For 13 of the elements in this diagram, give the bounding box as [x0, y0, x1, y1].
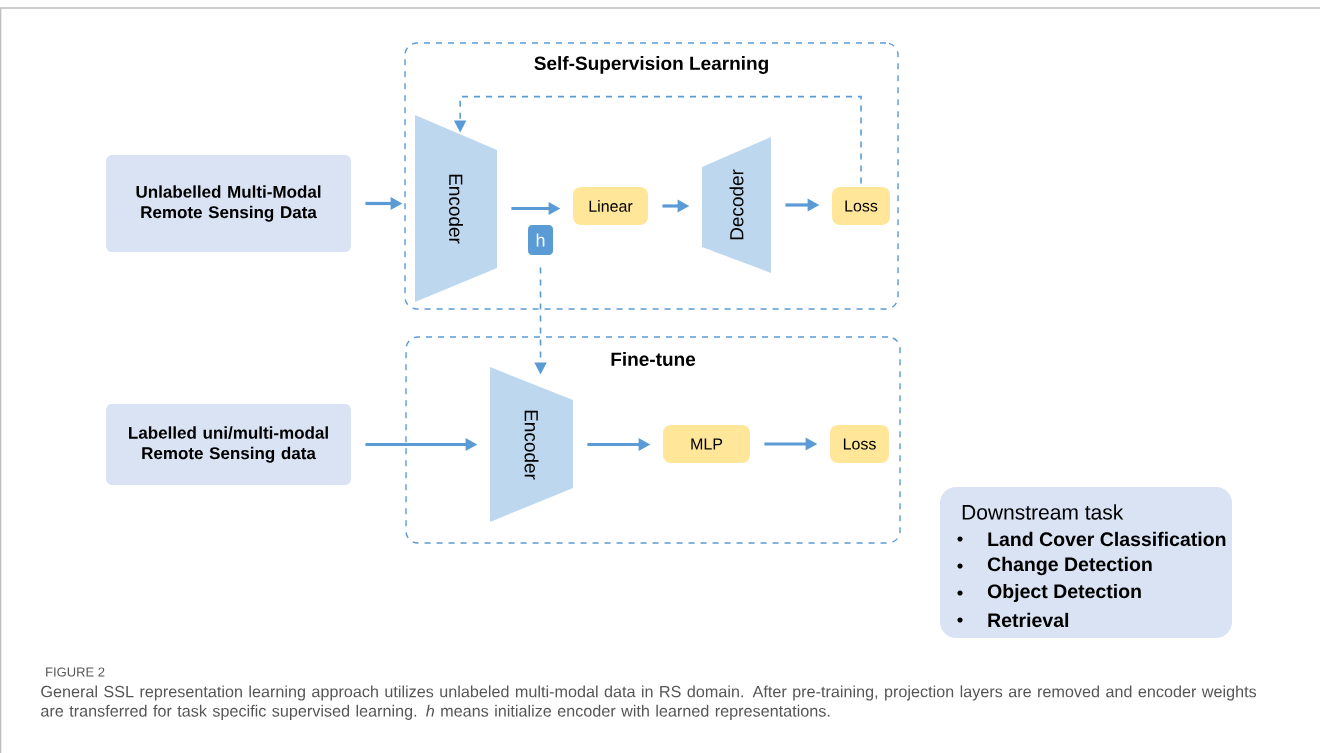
figure-label: FIGURE 2 — [46, 667, 105, 677]
task-list-box: Downstream task Land Cover Classification Change Detection Object Detection Retrieval — [940, 487, 1232, 638]
trapezoid-block: Encoder — [490, 367, 573, 522]
input-box: Labelled uni/multi-modal Remote Sensing data — [106, 404, 351, 485]
caption: General SSL representation learning approach utilizes unlabeled multi-modal data in RS domain. After pre-training, projection layers are removed and encoder weights are transferred for task specific supervised learning. h means initialize encoder with learned representations. — [41, 685, 1257, 720]
process-box: MLP — [663, 425, 750, 463]
process-box: Linear — [573, 187, 648, 225]
input-box: Unlabelled Multi-Modal Remote Sensing Data — [106, 155, 351, 252]
process-box: Loss — [832, 187, 890, 225]
trapezoid-block: Encoder — [415, 115, 497, 302]
trapezoid-block: Decoder — [702, 137, 771, 273]
h-box: h — [528, 225, 553, 255]
process-box: Loss — [830, 425, 889, 463]
